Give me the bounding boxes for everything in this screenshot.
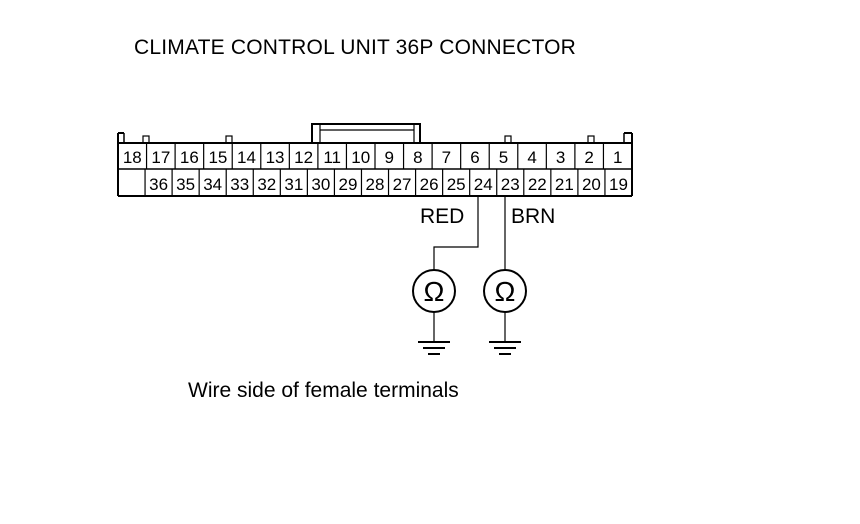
terminal-number: 23: [501, 175, 520, 194]
terminal-number: 11: [323, 148, 341, 167]
terminal-number: 12: [294, 148, 313, 167]
terminal-number: 7: [442, 148, 451, 167]
terminal-number: 34: [203, 175, 222, 194]
diagram-title: CLIMATE CONTROL UNIT 36P CONNECTOR: [134, 36, 577, 59]
terminal-number: 36: [149, 175, 168, 194]
terminal-number: 3: [556, 148, 565, 167]
ohm-symbol-icon: Ω: [424, 276, 445, 307]
terminal-number: 9: [385, 148, 394, 167]
terminal-number: 1: [613, 148, 622, 167]
terminal-number: 10: [351, 148, 370, 167]
terminal-number: 13: [266, 148, 285, 167]
terminal-number: 21: [555, 175, 574, 194]
terminal-number: 2: [584, 148, 593, 167]
terminal-number: 14: [237, 148, 256, 167]
terminal-number: 28: [366, 175, 385, 194]
connector-lock-key: [311, 123, 421, 143]
terminal-number: 8: [413, 148, 422, 167]
terminal-number: 22: [528, 175, 547, 194]
connector-bump: [504, 135, 512, 144]
terminal-number: 33: [230, 175, 249, 194]
terminal-number: 16: [180, 148, 199, 167]
terminal-number: 6: [470, 148, 479, 167]
terminal-number: 29: [338, 175, 357, 194]
terminal-number: 32: [257, 175, 276, 194]
wire-red: [433, 196, 479, 270]
wire-label-brown: BRN: [511, 205, 555, 228]
terminal-number: 18: [123, 148, 142, 167]
diagram-caption: Wire side of female terminals: [188, 379, 459, 402]
ohmmeter-brown: Ω: [483, 269, 527, 355]
ohm-symbol-icon: Ω: [495, 276, 516, 307]
terminal-number: 25: [447, 175, 466, 194]
terminal-number: 4: [527, 148, 536, 167]
connector-bump: [587, 135, 595, 144]
terminal-number: 27: [393, 175, 412, 194]
terminal-number: 35: [176, 175, 195, 194]
terminal-number: 30: [311, 175, 330, 194]
terminal-number: 17: [151, 148, 170, 167]
connector-bump: [225, 135, 233, 144]
terminal-number: 5: [499, 148, 508, 167]
wire-label-red: RED: [420, 205, 464, 228]
terminal-number: 19: [609, 175, 628, 194]
connector-bump: [142, 135, 150, 144]
terminal-number: 24: [474, 175, 493, 194]
ohmmeter-red: Ω: [412, 269, 456, 355]
terminal-number: 26: [420, 175, 439, 194]
terminal-number: 31: [284, 175, 303, 194]
probe-wires: RED BRN: [420, 196, 555, 270]
terminal-number: 15: [208, 148, 227, 167]
terminal-number: 20: [582, 175, 601, 194]
